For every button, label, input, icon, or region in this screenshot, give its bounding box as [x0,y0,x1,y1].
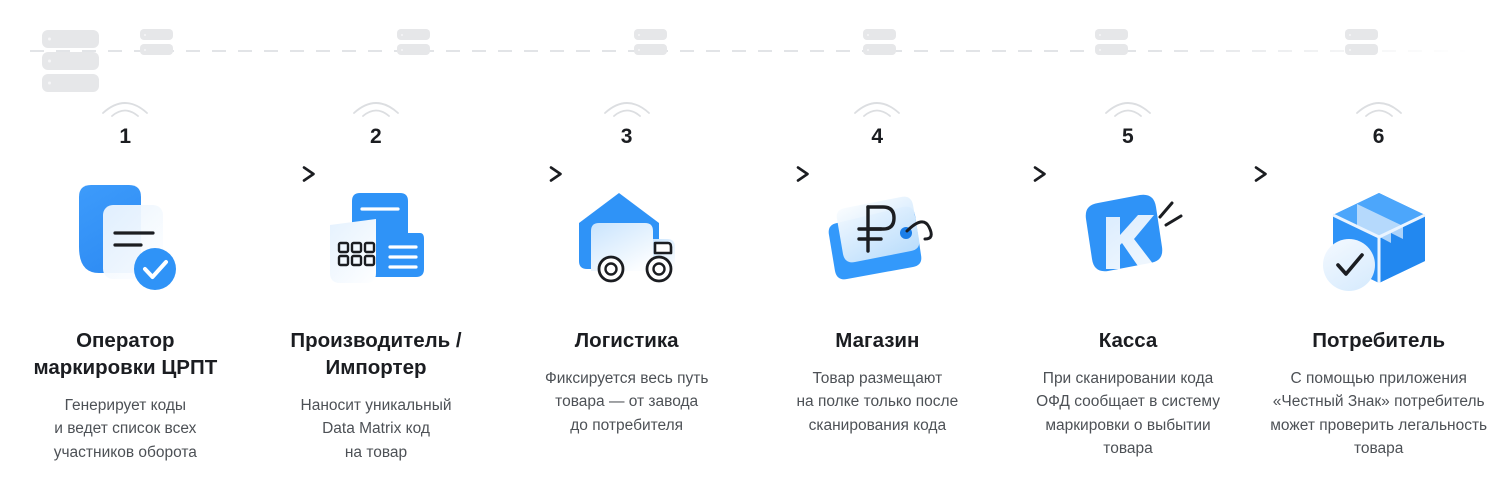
step-3: 3 Логистика [501,90,752,494]
step-title: Производитель / Импортер [290,329,462,380]
server-bar [42,30,99,48]
step-number: 2 [370,125,382,148]
server-bar [863,29,896,40]
step-title: Магазин [835,329,920,352]
step-1: 1 [0,90,251,494]
server-rack-main-icon [42,30,99,92]
server-bar [397,44,430,55]
step-title: Оператор маркировки ЦРПТ [33,329,218,380]
factory-datamatrix-icon [306,175,446,301]
signal-arcs-icon [1102,94,1154,120]
server-bar [863,44,896,55]
server-rack-2-icon [140,29,173,55]
step-6: 6 Потребите [1253,90,1504,494]
network-dashed-line [30,50,1470,52]
server-rack-4-icon [634,29,667,55]
arrow-step-1-to-2 [236,163,322,185]
step-5: 5 Касса При сканировании кода ОФД сообща… [1003,90,1254,494]
step-number: 6 [1372,125,1385,148]
server-bar [397,29,430,40]
server-bar [634,44,667,55]
steps-row: 1 [0,90,1504,494]
step-title: Касса [1098,329,1158,352]
cash-register-k-icon [1058,175,1198,301]
signal-arcs-icon [601,94,653,120]
arrow-step-3-to-4 [730,163,816,185]
server-bar [1345,44,1378,55]
step-description: Фиксируется весь путь товара — от завода… [544,370,709,434]
server-bar [42,52,99,70]
document-check-icon [55,175,195,301]
server-bar [1345,29,1378,40]
server-bar [634,29,667,40]
step-number: 4 [871,125,884,148]
server-bar [1095,29,1128,40]
step-description: Генерирует коды и ведет список всех учас… [53,397,197,461]
step-title: Логистика [574,329,679,352]
server-rack-3-icon [397,29,430,55]
server-bar [140,44,173,55]
server-rack-7-icon [1345,29,1378,55]
step-description: С помощью приложения «Честный Знак» потр… [1270,370,1488,457]
step-number: 1 [119,125,132,148]
step-number: 3 [620,125,633,148]
arrow-step-4-to-5 [967,163,1053,185]
parcel-check-icon [1309,175,1449,301]
server-rack-5-icon [863,29,896,55]
signal-arcs-icon [1353,94,1405,120]
step-description: При сканировании кода ОФД сообщает в сис… [1036,370,1220,457]
warehouse-truck-icon [557,175,697,301]
server-rack-6-icon [1095,29,1128,55]
step-description: Наносит уникальный Data Matrix код на то… [300,397,452,461]
arrow-step-5-to-6 [1188,163,1274,185]
signal-arcs-icon [350,94,402,120]
step-4: 4 [752,90,1003,494]
arrow-step-2-to-3 [483,163,569,185]
server-bar [42,74,99,92]
step-number: 5 [1122,125,1135,148]
step-title: Потребитель [1312,329,1446,352]
step-2: 2 [251,90,502,494]
signal-arcs-icon [851,94,903,120]
price-tag-ruble-icon [807,175,947,301]
step-description: Товар размещают на полке только после ск… [796,370,959,434]
network-band [0,0,1504,92]
server-bar [1095,44,1128,55]
server-bar [140,29,173,40]
signal-arcs-icon [99,94,151,120]
